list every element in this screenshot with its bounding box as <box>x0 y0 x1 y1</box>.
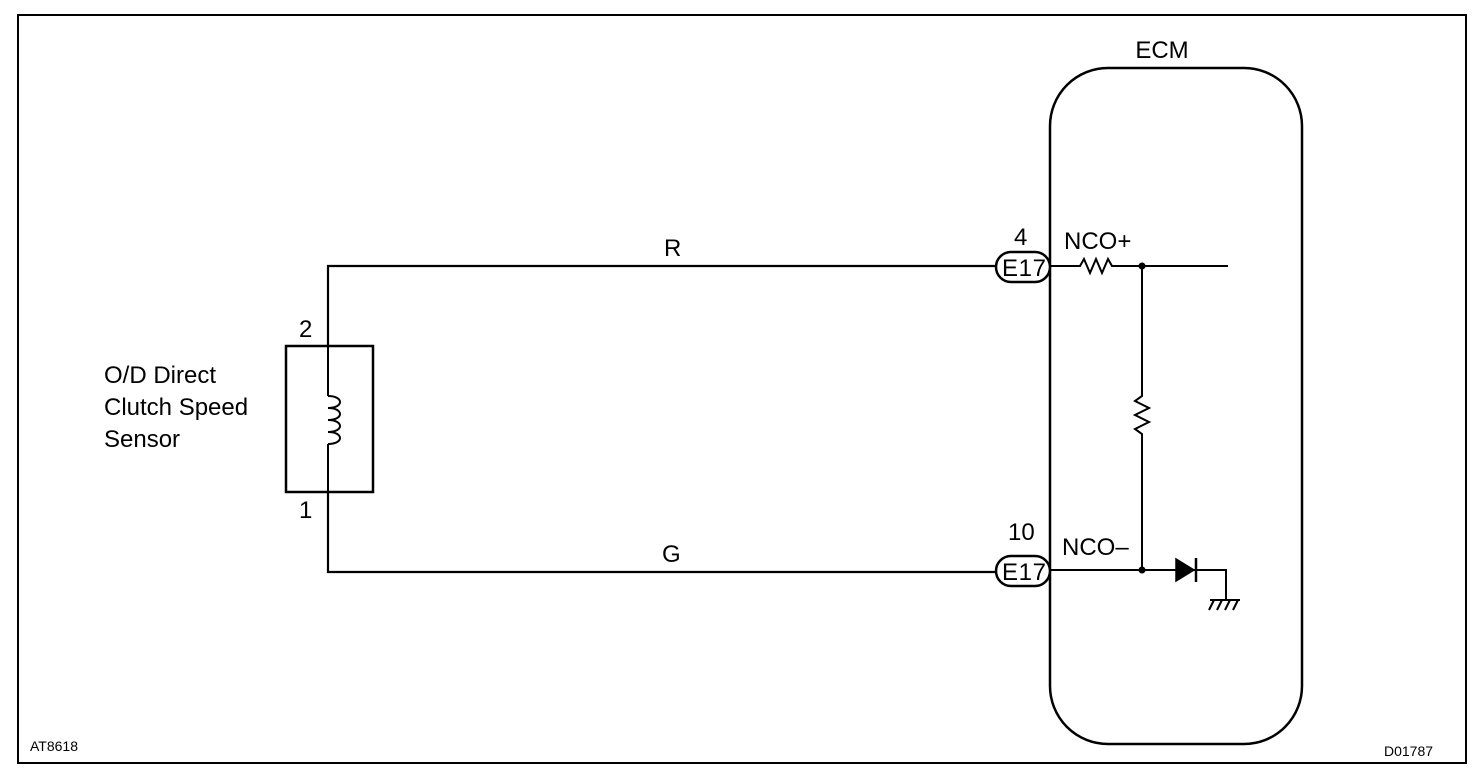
connector-lower-id: E17 <box>1002 559 1046 586</box>
wire-r: R <box>326 235 996 346</box>
sensor-pin-1-label: 1 <box>299 497 312 524</box>
wire-g-line <box>326 492 996 574</box>
ecm-internal-circuit <box>1050 256 1240 611</box>
diagram-frame <box>17 14 1467 764</box>
signal-nco-plus-label: NCO+ <box>1064 228 1131 255</box>
shunt-resistor-icon <box>1132 266 1152 570</box>
nco-plus-trace <box>1050 256 1228 276</box>
connector-upper-id: E17 <box>1002 255 1046 282</box>
wire-r-color-label: R <box>664 235 681 262</box>
sensor-name-line-3: Sensor <box>104 426 180 453</box>
connector-lower-pin: 10 <box>1008 519 1035 546</box>
connector-e17-pin-10: E17 10 NCO– <box>994 519 1129 588</box>
wire-g-color-label: G <box>662 541 681 568</box>
ecm-title: ECM <box>1135 37 1188 64</box>
sensor-pin-2-label: 2 <box>299 316 312 343</box>
connector-upper-pin: 4 <box>1014 224 1027 251</box>
wire-g: G <box>326 492 996 574</box>
signal-nco-minus-label: NCO– <box>1062 534 1129 561</box>
sensor-name-line-2: Clutch Speed <box>104 394 248 421</box>
speed-sensor: O/D Direct Clutch Speed Sensor 2 1 <box>104 316 375 524</box>
ecm-block: ECM <box>1048 37 1304 746</box>
ecm-outline <box>1048 66 1304 746</box>
sensor-coil-icon <box>327 346 341 492</box>
sensor-body <box>284 344 375 494</box>
connector-e17-pin-4: E17 4 NCO+ <box>994 224 1131 284</box>
wire-r-line <box>326 264 996 346</box>
figure-code-left: AT8618 <box>30 738 78 754</box>
junction-lower-dot <box>1138 566 1146 574</box>
diode-icon <box>1175 557 1196 583</box>
junction-upper-dot <box>1138 262 1146 270</box>
ground-icon <box>1208 599 1240 611</box>
sensor-name-line-1: O/D Direct <box>104 362 216 389</box>
figure-code-right: D01787 <box>1384 743 1433 759</box>
nco-minus-trace <box>1050 569 1227 600</box>
